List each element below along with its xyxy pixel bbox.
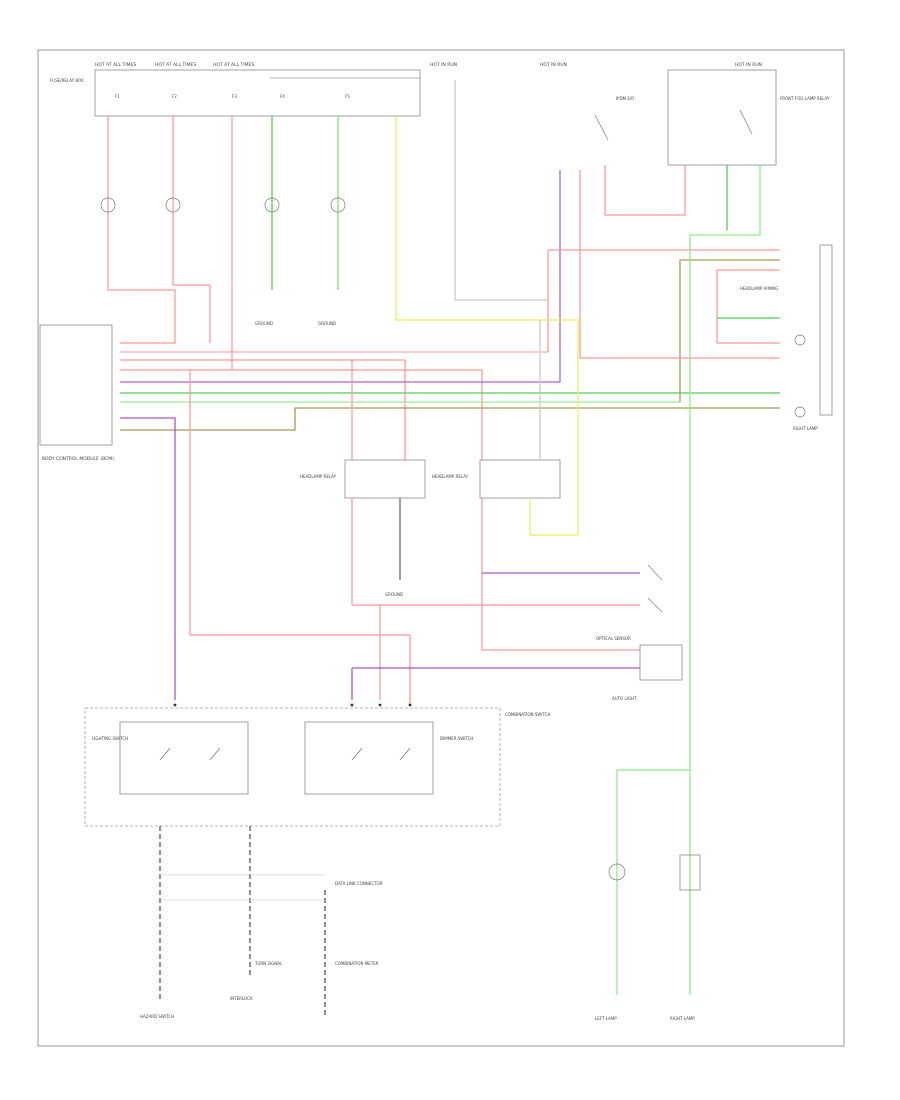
left-lamp-icon [608,863,626,881]
wire-right-relay-yellow [529,319,579,536]
dimmer-switch-label: DIMMER SWITCH [440,736,473,741]
fuse-label-4: HOT IN RUN [430,62,457,68]
fuse-label-5: HOT IN RUN [540,62,567,68]
fuse-box-outline [94,69,421,117]
junction-4 [408,703,412,707]
switch-contact-a [647,564,663,581]
wire-right-3 [716,269,780,343]
fuse-label-6: HOT IN RUN [735,62,762,68]
data-link-label: DATA LINK CONNECTOR [335,881,383,886]
lighting-switch-box [119,721,249,795]
optical-sensor-box [639,644,683,681]
ground-label-a: GROUND [255,321,273,326]
fuse-block-label: FUSE/RELAY BOX [50,78,84,83]
fuse-3-tag: F3 [232,94,237,99]
wire-bcm-4 [120,359,406,460]
fuse-label-2: HOT AT ALL TIMES [155,62,196,68]
junction-1 [173,703,177,707]
lighting-contact-2 [209,747,221,761]
wire-bcm-red-down [189,370,411,705]
wire-yellow-top [395,116,548,321]
ipdm-block: HOT IN RUN HOT IN RUN HOT IN RUN IPDM E/… [430,62,830,166]
dimmer-switch-box [304,721,434,795]
bcm-box [39,324,113,446]
wire-bcm-purple [120,170,561,383]
bottom-ground-drops: DATA LINK CONNECTOR COMBINATION METER TU… [140,826,383,1019]
bulb-2-icon [165,197,181,213]
switch-contact-b [647,597,663,613]
right-relay-box [479,459,561,499]
junction-3 [378,703,382,707]
left-relay-box [344,459,426,499]
bcm-label: BODY CONTROL MODULE (BCM) [42,456,114,462]
right-relay-label: HEADLAMP RELAY [432,474,469,479]
lamp-bulbs: GROUND GROUND [100,197,346,326]
optical-sensor-label: OPTICAL SENSOR [596,636,631,641]
bcm-module: BODY CONTROL MODULE (BCM) [39,324,114,462]
bulb-3-icon [264,197,280,213]
fuse-1-tag: F1 [115,94,120,99]
wire-right-2 [679,259,780,402]
wire-gray-top [454,80,548,301]
turn-signal-label: TURN SIGNAL [254,961,283,966]
ground-label-c: GROUND [385,592,403,597]
relay-contact-a [594,114,609,141]
dimmer-contact-2 [399,747,411,761]
dimmer-contact-1 [351,747,363,761]
right-connector-box [819,244,833,416]
wire-relay-loop [604,165,686,216]
right-lamp-box [679,854,701,891]
fuse-label-3: HOT AT ALL TIMES [213,62,254,68]
wire-bcm-olive [120,407,780,431]
hazard-label: HAZARD SWITCH [140,1014,174,1019]
left-relay-label: HEADLAMP RELAY [300,474,337,479]
bcm-bus-wires [107,170,780,705]
left-lamp-label: LEFT LAMP [595,1016,617,1021]
fuse-4-tag: F4 [280,94,285,99]
wire-right-1 [547,249,780,352]
ipdm-label: IPDM E/R [616,96,634,101]
mid-right-components: OPTICAL SENSOR AUTO LIGHT [351,564,683,701]
right-connector-wires: HEADLAMP AIMING RIGHT LAMP [547,165,833,770]
wire-right-5 [579,170,780,359]
wire-bcm-purple-2 [120,417,176,700]
combination-switch-label: COMBINATION SWITCH [505,712,550,717]
ground-label-b: GROUND [318,321,336,326]
wire-bcm-1 [107,285,176,344]
bulb-4-icon [330,197,346,213]
headlamp-aiming-label: HEADLAMP AIMING [740,286,778,291]
fuse-label-1: HOT AT ALL TIMES [95,62,136,68]
fuse-relay-box: HOT AT ALL TIMES HOT AT ALL TIMES HOT AT… [50,62,421,117]
bottom-lamps: LEFT LAMP RIGHT LAMP [595,769,701,1021]
wire-bcm-2 [173,284,211,343]
bulb-1-icon [100,197,116,213]
relay-contact-b [739,109,753,135]
combination-switch-outline [84,707,501,827]
front-fog-label: FRONT FOG LAMP RELAY [780,96,830,101]
wire-green-down [689,165,761,770]
interlock-label: INTERLOCK [230,996,253,1001]
wire-right-relay-out [481,498,640,651]
right-lamp-label: RIGHT LAMP [793,426,818,431]
lighting-contact-1 [159,747,171,761]
junction-2 [350,703,354,707]
lighting-switch-label: LIGHTING SWITCH [92,736,128,741]
combination-switch: COMBINATION SWITCH LIGHTING SWITCH DIMME… [84,703,550,827]
wire-left-lamp [616,769,690,995]
headlamp-relays: HEADLAMP RELAY HEADLAMP RELAY GROUND [300,319,640,651]
fuse-2-tag: F2 [172,94,177,99]
right-fog-icon [794,406,806,418]
right-lamp-icon [794,334,806,346]
fuse-5-tag: F5 [345,94,350,99]
diagram-frame [37,49,845,1047]
fuse-drops [107,80,548,370]
ipdm-box [667,69,777,166]
wire-bcm-5 [120,369,483,460]
right-lamp-label-bottom: RIGHT LAMP [670,1016,695,1021]
auto-light-label: AUTO LIGHT [612,696,637,701]
cluster-label: COMBINATION METER [335,961,379,966]
